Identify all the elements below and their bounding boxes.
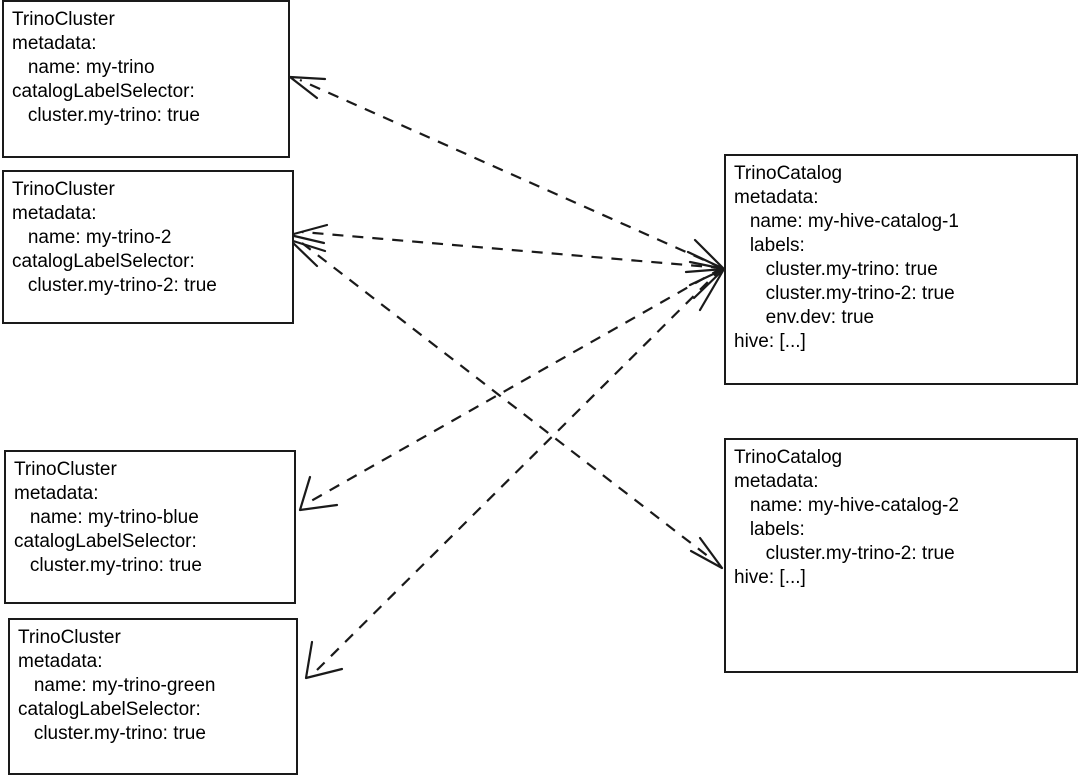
arrowhead-my-trino-2-a [288, 223, 329, 245]
node-trinocluster-my-trino[interactable]: TrinoCluster metadata: name: my-trino ca… [2, 0, 290, 158]
edge-catalog1-to-my-trino-2 [301, 230, 723, 270]
node-trinocatalog-my-hive-catalog-1[interactable]: TrinoCatalog metadata: name: my-hive-cat… [724, 154, 1078, 385]
node-line: TrinoCatalog [734, 163, 843, 184]
node-line: env.dev: true [734, 307, 875, 328]
node-line: TrinoCluster [12, 179, 115, 200]
node-trinocatalog-my-hive-catalog-2[interactable]: TrinoCatalog metadata: name: my-hive-cat… [724, 438, 1078, 673]
arrowhead-catalog-1-cluster-2 [693, 238, 726, 312]
node-line: catalogLabelSelector: [12, 81, 195, 102]
arrowhead-catalog-1-cluster [684, 250, 726, 300]
node-line: labels: [734, 235, 805, 256]
node-line: labels: [734, 519, 805, 540]
node-line: hive: [...] [734, 567, 806, 588]
node-trinocluster-my-trino-blue[interactable]: TrinoCluster metadata: name: my-trino-bl… [4, 450, 296, 604]
node-line: cluster.my-trino-2: true [734, 283, 955, 304]
node-line: metadata: [734, 187, 819, 208]
node-line: catalogLabelSelector: [18, 699, 201, 720]
node-line: cluster.my-trino-2: true [734, 543, 955, 564]
edge-catalog1-to-my-trino-green [316, 267, 723, 671]
node-line: cluster.my-trino: true [734, 259, 938, 280]
node-line: TrinoCluster [14, 459, 117, 480]
node-trinocluster-my-trino-green[interactable]: TrinoCluster metadata: name: my-trino-gr… [8, 618, 298, 775]
node-line: metadata: [12, 33, 97, 54]
node-line: catalogLabelSelector: [12, 251, 195, 272]
arrowhead-catalog-2 [689, 536, 724, 570]
node-line: name: my-trino-blue [14, 507, 199, 528]
node-line: hive: [...] [734, 331, 806, 352]
edge-catalog1-to-my-trino-blue [310, 267, 723, 502]
arrowhead-my-trino-2-b [288, 238, 327, 268]
node-line: cluster.my-trino: true [18, 723, 206, 744]
node-line: cluster.my-trino-2: true [12, 275, 217, 296]
node-line: name: my-hive-catalog-1 [734, 211, 959, 232]
node-line: metadata: [14, 483, 99, 504]
node-line: catalogLabelSelector: [14, 531, 197, 552]
node-line: TrinoCluster [18, 627, 121, 648]
node-trinocluster-my-trino-2[interactable]: TrinoCluster metadata: name: my-trino-2 … [2, 170, 294, 324]
node-line: metadata: [18, 651, 103, 672]
node-line: cluster.my-trino: true [14, 555, 202, 576]
node-line: name: my-hive-catalog-2 [734, 495, 959, 516]
node-line: name: my-trino [12, 57, 155, 78]
node-line: metadata: [12, 203, 97, 224]
node-line: TrinoCatalog [734, 447, 843, 468]
node-line: TrinoCluster [12, 9, 115, 30]
node-line: cluster.my-trino: true [12, 105, 200, 126]
arrowhead-my-trino-blue [298, 475, 339, 512]
edge-catalog2-to-my-trino-2 [301, 242, 710, 558]
arrowhead-my-trino [288, 75, 327, 100]
edge-catalog1-to-my-trino [299, 78, 723, 270]
node-line: name: my-trino-green [18, 675, 216, 696]
arrowhead-my-trino-green [304, 640, 344, 680]
node-line: metadata: [734, 471, 819, 492]
node-line: name: my-trino-2 [12, 227, 172, 248]
